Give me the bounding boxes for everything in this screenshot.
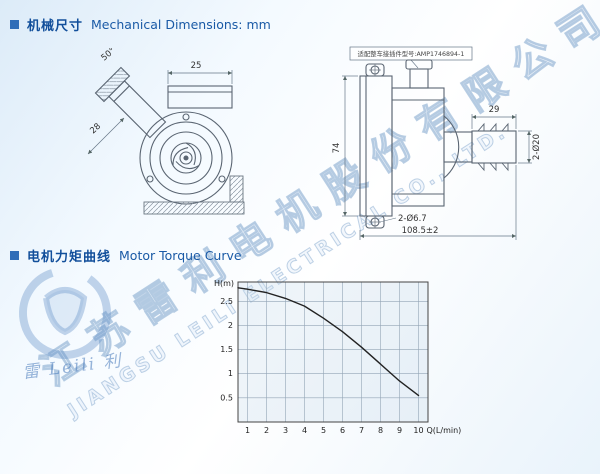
- section-title-en: Mechanical Dimensions: mm: [91, 17, 271, 32]
- hose-barb-outlet: [471, 122, 517, 172]
- connector-label: 适配整车接插件型号:AMP1746894-1: [358, 49, 465, 58]
- torque-curve-chart: 1 2 3 4 5 6 7 8 9 10 0.5 1 1.5 2 2.5 H(m) Q(L/min): [214, 279, 462, 435]
- section-bullet-icon: [10, 251, 19, 260]
- chart-border: [237, 281, 429, 423]
- torque-curve-line: [237, 287, 420, 397]
- x-tick-label: 6: [340, 426, 345, 435]
- y-tick-label: 0.5: [220, 393, 233, 402]
- dimension-2d20: [518, 130, 532, 164]
- inlet-duct: [94, 66, 167, 139]
- y-tick-label: 2: [228, 321, 233, 330]
- x-tick-label: 4: [302, 426, 307, 435]
- dim-label-28: 28: [88, 122, 103, 137]
- section-header-mechanical: 机械尺寸 Mechanical Dimensions: mm: [10, 15, 271, 34]
- dimension-74: [342, 75, 358, 217]
- connector-label-box: 适配整车接插件型号:AMP1746894-1: [349, 46, 473, 69]
- y-axis-label: H(m): [214, 279, 234, 288]
- y-tick-label: 1: [228, 369, 233, 378]
- dimension-25: [167, 70, 233, 84]
- dim-label-74: 74: [332, 143, 342, 154]
- holes-leader-line: [379, 217, 397, 223]
- x-axis-label: Q(L/min): [427, 426, 462, 435]
- right-view-drawing: 适配整车接插件型号:AMP1746894-1: [332, 46, 542, 240]
- company-logo-watermark-icon: [18, 267, 111, 359]
- y-tick-label: 2.5: [220, 297, 233, 306]
- dim-label-angle: 50°: [100, 48, 118, 63]
- x-tick-label: 9: [397, 426, 402, 435]
- section-bullet-icon: [10, 20, 19, 29]
- pump-side-view: [359, 59, 517, 229]
- pump-front-view: [139, 111, 233, 205]
- dim-label-width: 108.5±2: [402, 226, 439, 236]
- x-tick-label: 1: [245, 426, 250, 435]
- section-title-en: Motor Torque Curve: [119, 248, 242, 263]
- dim-label-holes: 2-Ø6.7: [398, 213, 427, 224]
- chart-plot-area: [238, 282, 428, 422]
- section-header-torque: 电机力矩曲线 Motor Torque Curve: [10, 246, 242, 265]
- dim-label-29: 29: [489, 105, 500, 115]
- x-tick-label: 10: [413, 426, 423, 435]
- mounting-base: [143, 175, 245, 215]
- x-tick-label: 5: [321, 426, 326, 435]
- section-title-cn: 机械尺寸: [27, 19, 84, 34]
- top-outlet-port: [405, 59, 433, 70]
- torque-curve-chart-container: 1 2 3 4 5 6 7 8 9 10 0.5 1 1.5 2 2.5 H(m) Q(L/min): [200, 272, 472, 454]
- dimension-28: [87, 117, 125, 155]
- x-tick-label: 8: [378, 426, 383, 435]
- section-title-cn: 电机力矩曲线: [27, 250, 112, 265]
- dimension-29: [471, 114, 517, 129]
- x-tick-label: 3: [283, 426, 288, 435]
- dimension-width: [359, 165, 517, 240]
- top-pipe: [167, 85, 233, 109]
- y-tick-label: 1.5: [220, 345, 233, 354]
- left-view-drawing: 25 50° 28: [87, 48, 245, 215]
- x-tick-label: 7: [359, 426, 364, 435]
- dim-label-25: 25: [191, 61, 202, 71]
- x-tick-label: 2: [264, 426, 269, 435]
- dim-label-2d20: 2-Ø20: [531, 134, 542, 160]
